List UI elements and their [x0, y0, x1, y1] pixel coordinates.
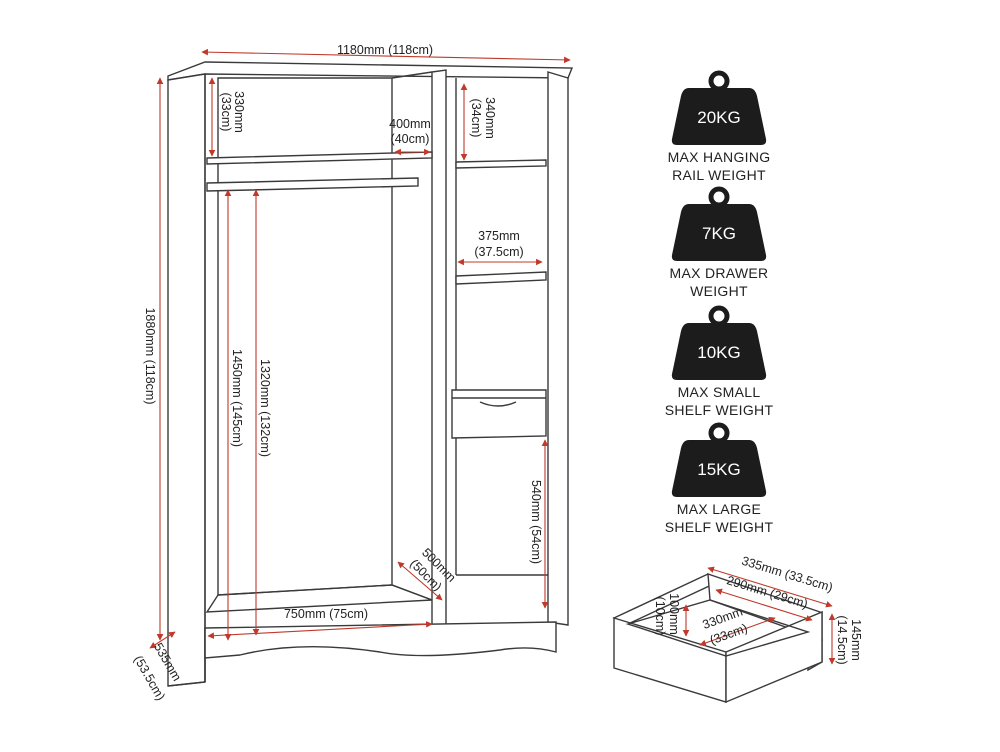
lower-right-label: 540mm (54cm) [529, 480, 543, 564]
weight-label-line1: MAX DRAWER [670, 265, 769, 281]
weight-icon-ring [708, 305, 730, 327]
weight-label-line1: MAX SMALL [678, 384, 761, 400]
top-left-cm: (33cm) [219, 93, 233, 132]
rail-depth-mm: 400mm [389, 117, 431, 131]
height-label: 1880mm (118cm) [143, 307, 157, 404]
shelf-right-1 [455, 159, 547, 169]
weight-icon [671, 323, 767, 380]
left-side-panel [167, 73, 206, 687]
drawer-inner-height-mm: 100mm [667, 593, 681, 635]
weight-label-line2: SHELF WEIGHT [665, 402, 774, 418]
drawer-outer-height-cm: (14.5cm) [835, 615, 849, 664]
top-left-mm: 330mm [232, 91, 246, 133]
drawer-inner-height-cm: (10cm) [653, 597, 667, 636]
weight-label-line2: WEIGHT [690, 283, 748, 299]
shelf-width-cm: (37.5cm) [474, 245, 523, 259]
weight-value: 15KG [697, 460, 740, 479]
hanging-rail [206, 177, 419, 192]
weight-icon-ring [708, 422, 730, 444]
top-shelf-left [206, 151, 433, 165]
drawer-dimension-lines [682, 566, 836, 665]
weight-label-line1: MAX LARGE [677, 501, 761, 517]
hanging-1450-label: 1450mm (145cm) [230, 349, 244, 447]
shelf-width-mm: 375mm [478, 229, 520, 243]
base-width-label: 750mm (75cm) [284, 607, 368, 621]
top-right-mm: 340mm [483, 97, 497, 139]
dimension-labels: 1180mm (118cm) 1880mm (118cm) 330mm (33c… [131, 43, 543, 703]
weight-item: 20KG MAX HANGING RAIL WEIGHT [668, 70, 771, 183]
base-plinth [204, 621, 557, 659]
weight-label-line2: RAIL WEIGHT [672, 167, 766, 183]
weight-value: 10KG [697, 343, 740, 362]
top-right-cm: (34cm) [469, 99, 483, 138]
weight-icon [671, 88, 767, 145]
weight-item: 10KG MAX SMALL SHELF WEIGHT [665, 305, 774, 418]
weight-item: 15KG MAX LARGE SHELF WEIGHT [665, 422, 774, 535]
weight-label-line2: SHELF WEIGHT [665, 519, 774, 535]
width-label: 1180mm (118cm) [337, 43, 433, 57]
weight-list: 20KG MAX HANGING RAIL WEIGHT 7KG MAX DRAWER W… [665, 70, 774, 535]
weight-item: 7KG MAX DRAWER WEIGHT [670, 186, 769, 299]
weight-value: 20KG [697, 108, 740, 127]
weight-label-line1: MAX HANGING [668, 149, 771, 165]
drawer-outer-height-mm: 145mm [849, 619, 863, 661]
weight-value: 7KG [702, 224, 736, 243]
drawer-inner [625, 599, 811, 657]
rail-depth-cm: (40cm) [391, 132, 430, 146]
right-side-panel [547, 71, 569, 626]
center-divider [431, 69, 447, 631]
weight-icon [671, 204, 767, 261]
weight-icon-ring [708, 186, 730, 208]
dimension-lines [149, 48, 571, 649]
wardrobe-drawing [167, 61, 574, 687]
small-drawer [451, 389, 547, 439]
hanging-1320-label: 1320mm (132cm) [258, 359, 272, 457]
shelf-right-2 [455, 271, 547, 285]
weight-icon [671, 440, 767, 497]
weight-icon-ring [708, 70, 730, 92]
